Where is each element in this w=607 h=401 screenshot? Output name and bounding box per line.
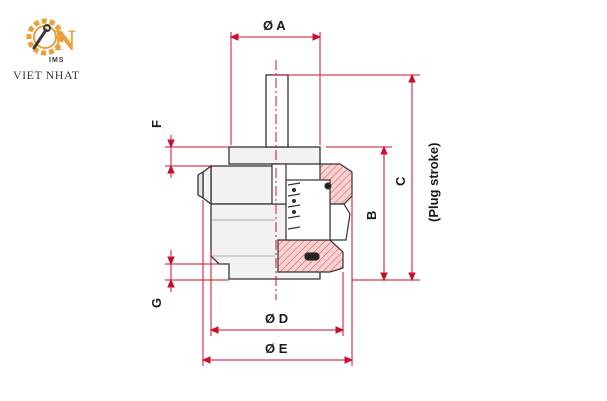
logo-letter-n: N: [54, 24, 76, 57]
wrench-icon: [32, 24, 51, 50]
plug-disc: [271, 163, 287, 205]
top-collar: [228, 146, 321, 165]
hex-nut-bevel: [202, 164, 212, 206]
logo-company-name: VIET NHAT: [13, 68, 80, 82]
dim-label-e: Ø E: [265, 341, 288, 356]
hex-nut-flat: [197, 170, 204, 200]
dim-label-d: Ø D: [265, 311, 288, 326]
dimension-lines: [165, 32, 420, 366]
dim-label-c: C: [393, 176, 408, 186]
section-view: [271, 163, 353, 273]
dim-label-f: F: [149, 120, 164, 128]
logo-subtitle: IMS: [49, 57, 64, 64]
o-ring-lower: [304, 252, 320, 261]
spring: [287, 182, 301, 230]
seat-wall: [329, 203, 351, 241]
plug-stem: [265, 74, 289, 148]
hex-nut: [210, 165, 276, 205]
gear-icon: [26, 18, 64, 56]
dim-label-g: G: [149, 298, 164, 308]
o-ring-upper: [324, 182, 332, 190]
dim-label-c-note: (Plug stroke): [426, 143, 441, 222]
dim-label-a: Ø A: [263, 18, 286, 33]
dim-label-b: B: [364, 211, 379, 220]
company-logo: N IMS VIET NHAT: [13, 18, 80, 82]
